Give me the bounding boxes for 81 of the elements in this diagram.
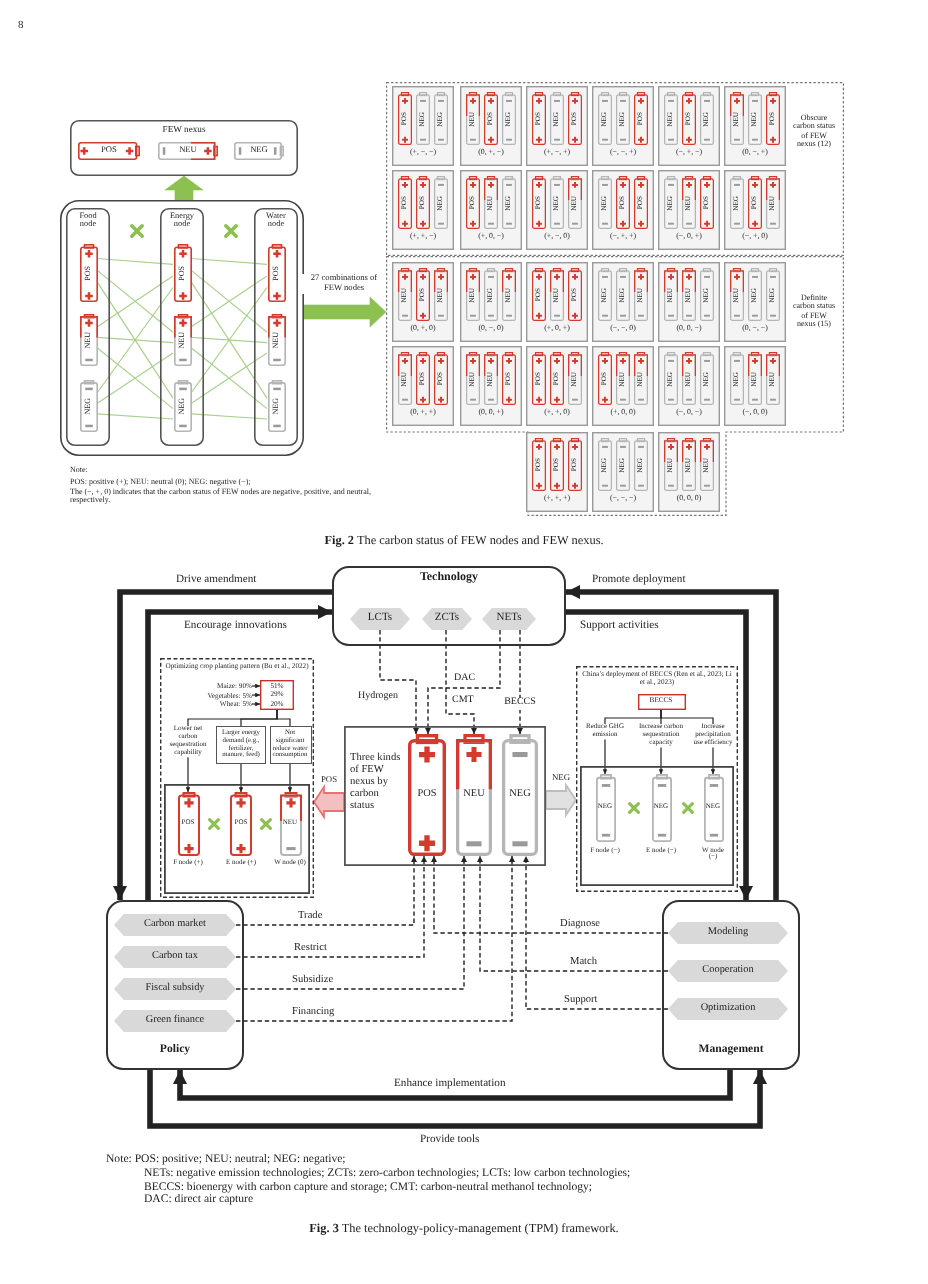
connector-line [190,336,268,344]
dashed-arrow [235,855,428,958]
block-arrow [312,784,345,820]
combination-panel [392,170,454,250]
block-arrow [303,296,387,328]
arrow [251,692,261,698]
connector-line [96,336,174,344]
connector-line [190,257,268,265]
combination-panel [592,346,654,426]
node-column [254,208,298,446]
combination-panel [724,346,786,426]
node-column [160,208,204,446]
dashed-arrow [379,629,420,735]
arrow [566,585,779,900]
arrow [251,683,261,689]
dashed-arrow [235,855,418,926]
combination-panel [460,346,522,426]
combination-panel [658,170,720,250]
highlight-frame [260,680,294,710]
combination-panel [658,262,720,342]
node-group-frame [164,784,310,894]
dashed-arrow [424,629,501,735]
connector-line [660,709,714,725]
nexus-panel [344,726,546,866]
node-column [66,208,110,446]
dashed-arrow [476,855,669,972]
combination-panel [658,86,720,166]
dashed-arrow [235,855,468,990]
dashed-region [386,82,844,256]
arrow [238,763,244,793]
category-panel [662,900,800,1070]
category-panel [332,566,566,646]
case-panel [576,666,738,892]
arrow [658,746,664,775]
case-panel [160,658,314,898]
category-panel [106,900,244,1070]
dashed-region [386,256,844,516]
combination-panel [460,86,522,166]
combination-panel [526,262,588,342]
combination-panel [658,346,720,426]
combination-panel [592,86,654,166]
connector-line [276,709,291,727]
block-arrow [164,175,204,201]
arrow [173,1070,733,1101]
combination-panel [392,262,454,342]
dashed-arrow [522,855,669,1010]
combination-panel [526,170,588,250]
combination-panel [658,432,720,512]
arrow [602,739,608,775]
combination-panel [724,86,786,166]
dashed-arrow [430,855,669,934]
arrow [185,756,191,793]
combination-panel [592,262,654,342]
combination-panel [592,170,654,250]
connector-line [96,413,174,420]
combination-panel [460,170,522,250]
combination-panel [724,170,786,250]
node-frame [60,200,304,456]
combination-panel [724,262,786,342]
combination-panel [526,86,588,166]
arrow [145,605,332,900]
dashed-arrow [235,855,516,1022]
node-group-frame [580,766,734,886]
nexus-panel [70,120,298,176]
arrow [710,746,716,775]
combination-panel [392,346,454,426]
connector-line [96,257,174,265]
combination-panel [526,432,588,512]
arrow [287,763,293,793]
combination-panel [592,432,654,512]
connector-line [190,413,268,420]
arrow [147,1070,767,1129]
arrow [251,701,261,707]
block-arrow [545,782,578,818]
arrow [113,589,332,900]
dashed-arrow [516,629,524,735]
combination-panel [392,86,454,166]
combination-panel [526,346,588,426]
arrow [566,609,753,900]
combination-panel [460,262,522,342]
dashed-arrow [445,629,478,735]
